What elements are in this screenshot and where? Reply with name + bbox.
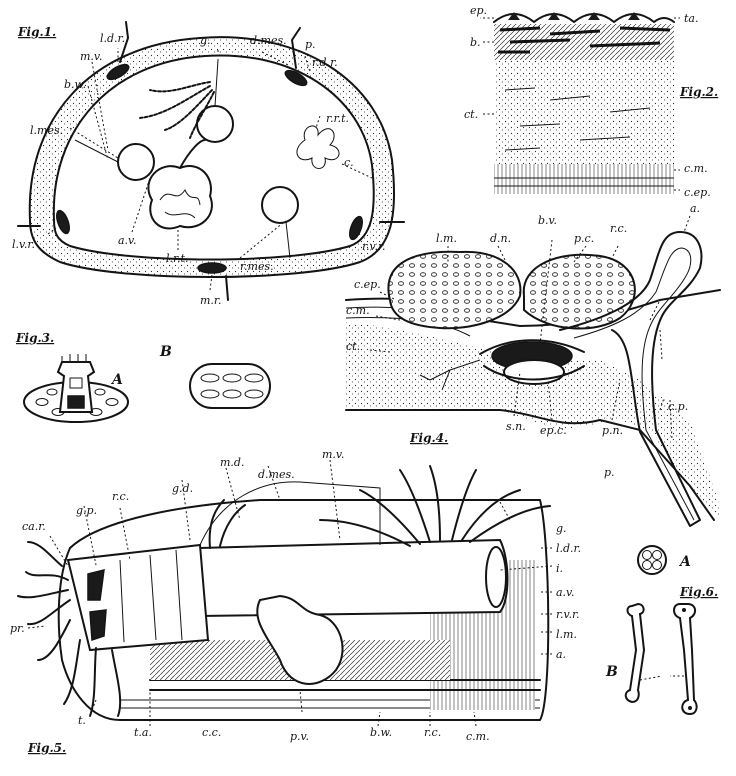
fig1-label-lmes: l.mes. <box>30 124 63 137</box>
fig1-label-lrt: l.r.t. <box>166 252 188 265</box>
fig4-label-bv: b.v. <box>538 214 557 227</box>
fig2-label-ta: ta. <box>684 12 698 25</box>
fig5-label-g: g. <box>556 522 567 535</box>
fig5-label-a: a. <box>556 648 566 661</box>
fig4-label-cm: c.m. <box>346 304 370 317</box>
fig5-label-md: m.d. <box>220 456 244 469</box>
fig2-label-ep: ep. <box>470 4 487 17</box>
fig4-title: Fig.4. <box>409 431 448 445</box>
fig5-label-car: ca.r. <box>22 520 46 533</box>
figure-1: Fig.1. l.d.r. g. d.mes. p. r.d.r. m.v. b… <box>12 22 404 307</box>
fig1-left-respiratory-tree <box>148 166 212 228</box>
fig5-label-dmes: d.mes. <box>258 468 295 481</box>
fig5-label-lm: l.m. <box>556 628 577 641</box>
fig1-body-wall <box>30 37 394 277</box>
figure-6: A Fig.6. B <box>605 546 718 714</box>
fig5-label-rc2: r.c. <box>424 726 441 739</box>
fig1-label-rmes: r.mes. <box>240 260 274 273</box>
fig5-label-gd: g.d. <box>172 482 193 495</box>
fig5-label-i: i. <box>556 562 563 575</box>
fig4-label-epc: ep.c. <box>540 424 567 437</box>
fig5-label-cm: c.m. <box>466 730 490 743</box>
fig5-label-pv: p.v. <box>290 730 309 743</box>
fig4-label-a: a. <box>690 202 700 215</box>
fig6-label-B: B <box>605 664 618 680</box>
fig3-label-A: A <box>110 372 123 388</box>
fig6-rod-2 <box>674 604 697 714</box>
fig5-label-bw: b.w. <box>370 726 392 739</box>
fig2-title: Fig.2. <box>679 85 718 99</box>
fig4-label-rc: r.c. <box>610 222 627 235</box>
fig4-label-cep: c.ep. <box>354 278 381 291</box>
fig1-label-dmes: d.mes. <box>250 34 287 47</box>
fig2-label-b: b. <box>470 36 481 49</box>
fig4-label-cp: c.p. <box>668 400 688 413</box>
fig5-label-rvr: r.v.r. <box>556 608 580 621</box>
fig2-label-cep: c.ep. <box>684 186 711 199</box>
fig1-label-rrt: r.r.t. <box>326 112 349 125</box>
fig5-label-av: a.v. <box>556 586 574 599</box>
fig5-label-ta: t.a. <box>134 726 152 739</box>
fig4-label-sn: s.n. <box>506 420 526 433</box>
fig4-label-dn: d.n. <box>490 232 511 245</box>
fig1-label-ldr: l.d.r. <box>100 32 125 45</box>
fig1-label-p: p. <box>305 38 316 51</box>
fig1-label-bw: b.w. <box>64 78 86 91</box>
fig5-label-ldr: l.d.r. <box>556 542 581 555</box>
fig3-title: Fig.3. <box>15 331 54 345</box>
fig6-label-A: A <box>678 554 691 570</box>
fig5-title: Fig.5. <box>27 741 66 755</box>
fig4-label-lm: l.m. <box>436 232 457 245</box>
fig1-label-mv: m.v. <box>80 50 102 63</box>
figure-2: ep. ta. b. ct. Fig.2. c.m. c.ep. <box>464 4 718 199</box>
fig4-label-ct: ct. <box>346 340 360 353</box>
fig1-right-respiratory-tree <box>297 126 339 169</box>
fig6-rod-1 <box>626 604 644 702</box>
fig2-label-cm: c.m. <box>684 162 708 175</box>
fig5-label-gp: g.p. <box>76 504 97 517</box>
fig1-label-lvr: l.v.r. <box>12 238 35 251</box>
fig1-label-mr: m.r. <box>200 294 221 307</box>
fig5-intestine <box>200 540 508 616</box>
fig5-label-rc: r.c. <box>112 490 129 503</box>
fig5-label-t: t. <box>78 714 86 727</box>
figure-5: m.d. m.v. d.mes. g.d. r.c. g.p. ca.r. g.… <box>10 448 581 755</box>
fig1-label-c: c. <box>344 156 354 169</box>
figure-3: Fig.3. A B <box>15 331 270 422</box>
fig5-label-mv: m.v. <box>322 448 344 461</box>
fig3-label-B: B <box>159 344 172 360</box>
fig2-label-ct: ct. <box>464 108 478 121</box>
fig4-label-pn: p.n. <box>602 424 623 437</box>
fig6-title: Fig.6. <box>679 585 718 599</box>
fig1-label-av: a.v. <box>118 234 136 247</box>
fig1-label-g: g. <box>200 34 211 47</box>
fig1-title: Fig.1. <box>17 25 56 39</box>
fig6-rosette <box>638 546 666 574</box>
figure-4: l.m. d.n. b.v. p.c. r.c. a. c.ep. c.m. c… <box>346 202 720 526</box>
fig4-label-pc: p.c. <box>574 232 594 245</box>
fig4-label-p: p. <box>604 466 615 479</box>
fig5-label-cc: c.c. <box>202 726 221 739</box>
fig5-label-pr: pr. <box>10 622 25 635</box>
fig1-label-rvr: r.v.r. <box>362 240 386 253</box>
fig4-longitudinal-muscle <box>388 252 520 328</box>
fig1-label-rdr: r.d.r. <box>312 56 338 69</box>
